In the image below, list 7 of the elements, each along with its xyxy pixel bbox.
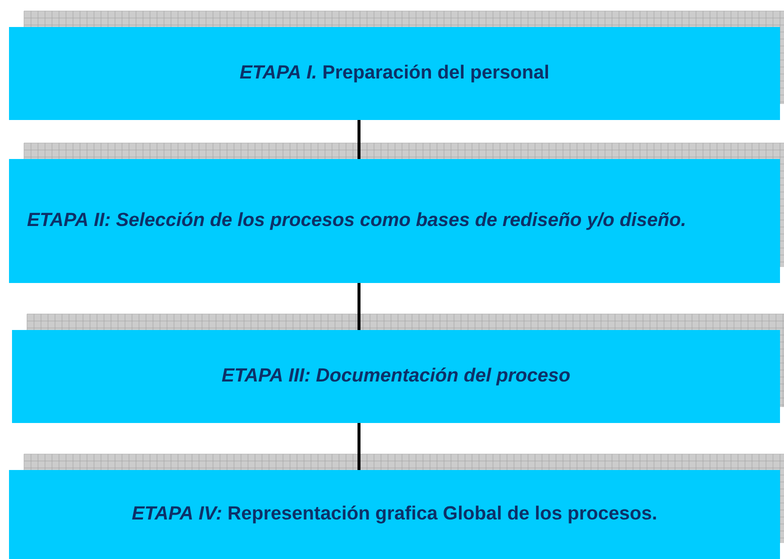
stage-box: ETAPA II: Selección de los procesos como bases de rediseño y/o diseño. — [9, 159, 780, 283]
stage-box: ETAPA III: Documentación del proceso — [12, 330, 780, 423]
connector-line — [358, 120, 360, 159]
connector-line — [358, 423, 360, 470]
connector-line — [358, 283, 360, 330]
stage-box: ETAPA I. Preparación del personal — [9, 27, 780, 120]
stage-box: ETAPA IV: Representación grafica Global de los procesos. — [9, 470, 780, 559]
